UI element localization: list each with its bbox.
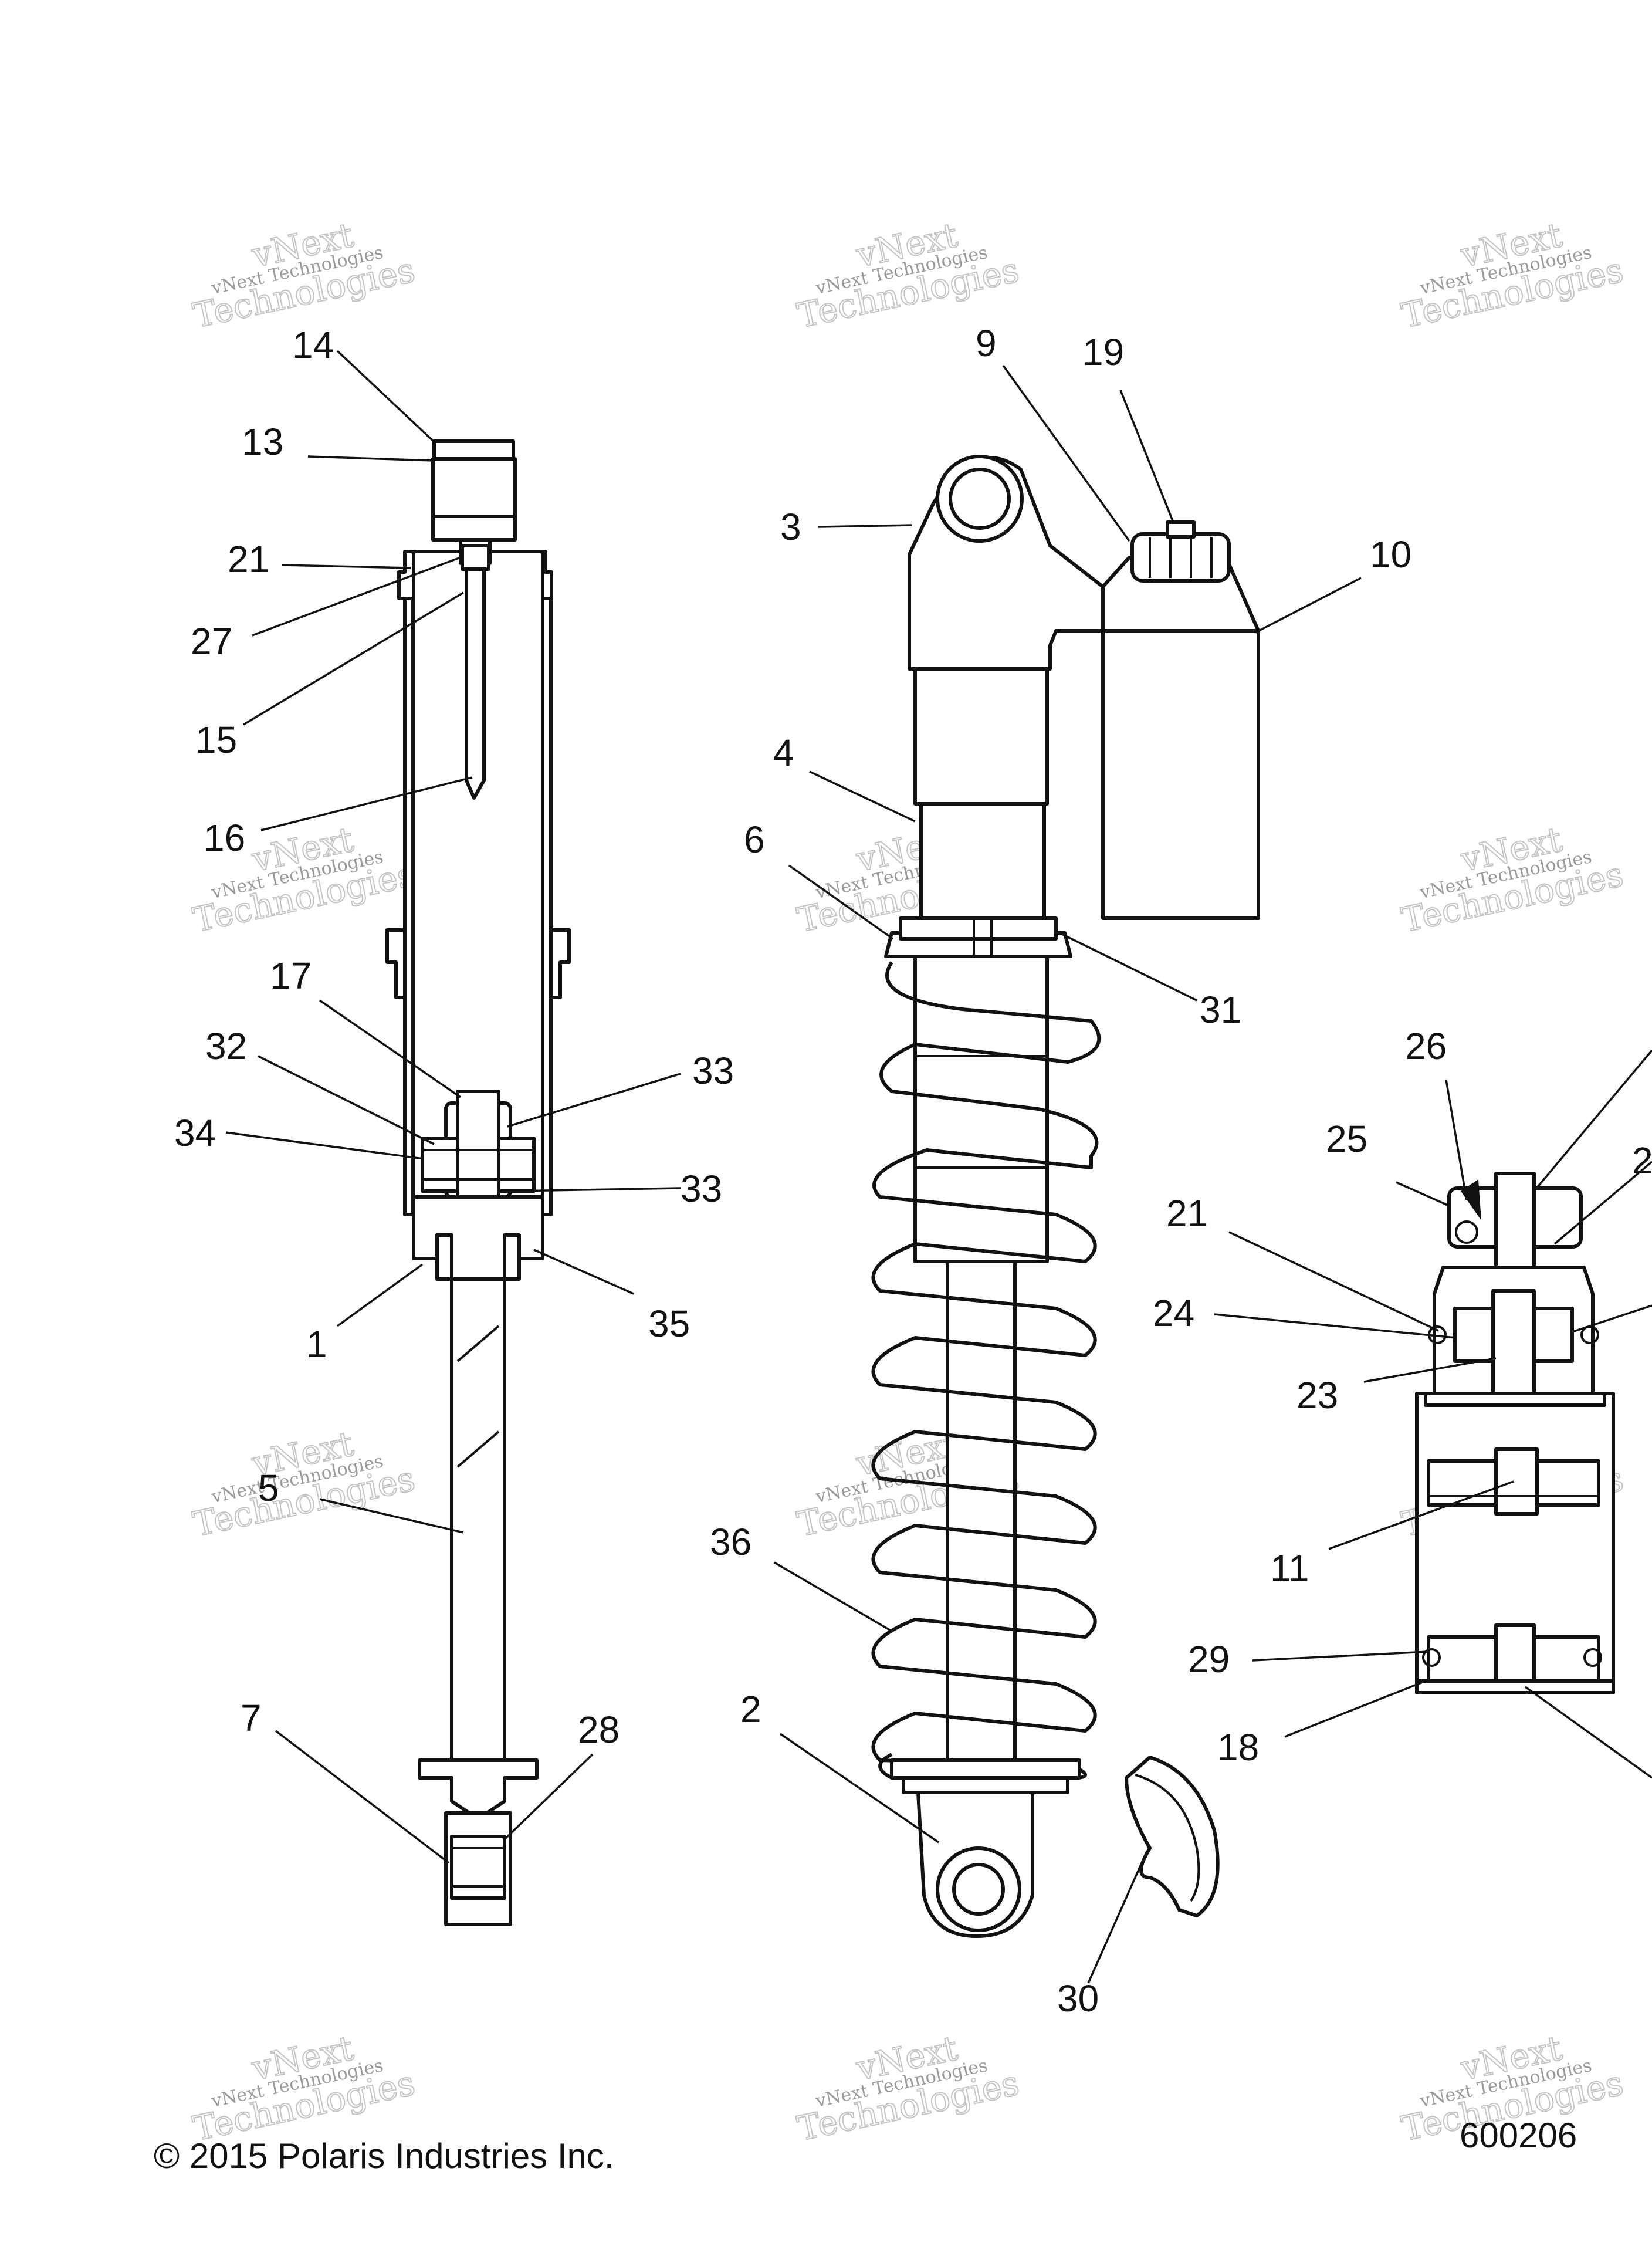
callout-32: 32 [205,1025,247,1067]
watermark: Technologies vNext vNext Technologies [189,2027,419,2149]
callout-34: 34 [174,1112,216,1154]
part-21-oring [403,597,415,1216]
callout-27: 27 [191,620,232,662]
part-spring-seat [890,1758,1081,1780]
part-lower-bushing [952,1863,1005,1916]
callout-33: 33 [692,1050,734,1092]
callout-18: 18 [1217,1726,1259,1768]
callout-29: 29 [1188,1638,1230,1680]
part-13-bushing [431,457,517,542]
part-ifp-core [1494,1447,1539,1516]
shock-assembly [871,455,1260,1938]
callout-21: 21 [228,538,269,580]
part-15-needle [459,538,492,800]
part-14-cap [432,439,515,461]
part-1-seal-head [412,1195,544,1281]
part-31-lock-ring [899,916,1058,941]
watermark: Technologies vNext vNext Technologies [1397,818,1627,941]
callout-11: 11 [1270,1547,1309,1589]
part-27-fitting [461,544,490,571]
callout-15: 15 [195,719,237,761]
part-shaft [946,1260,1017,1780]
callout-24: 24 [1153,1292,1194,1334]
part-right-bracket [550,928,571,999]
watermark: Technologies vNext vNext Technologies [1397,214,1627,336]
watermark: Technologies vNext vNext Technologies [793,2027,1023,2149]
callout-7: 7 [241,1697,262,1739]
callout-5: 5 [258,1467,279,1509]
shock-cross-section [385,439,571,1926]
copyright-notice: © 2015 Polaris Industries Inc. [154,2136,614,2176]
callout-13: 13 [242,421,283,463]
callout-labels: 14 13 21 27 15 16 17 32 34 33 33 1 35 5 … [174,322,1652,2020]
callout-14: 14 [292,324,334,366]
callout-36: 36 [710,1521,751,1563]
callout-21: 21 [1166,1192,1208,1234]
part-lower-mount [418,1758,539,1815]
watermark: Technologies vNext vNext Technologies [189,214,419,336]
leader-lines [225,350,1652,1984]
callout-6: 6 [744,818,765,861]
callout-30: 30 [1057,1977,1099,2020]
callout-9: 9 [976,322,997,364]
part-seat-washer [902,1776,1069,1794]
callout-1: 1 [306,1323,327,1365]
part-35-seal-right [503,1233,521,1281]
callout-25: 25 [1326,1118,1367,1160]
part-seal-left [435,1233,453,1281]
callout-26: 26 [1405,1025,1447,1067]
part-4-body [919,802,1046,923]
watermark: Technologies vNext vNext Technologies [793,214,1023,336]
part-19-cap [1166,520,1196,539]
callout-35: 35 [648,1303,690,1345]
callout-3: 3 [780,506,801,548]
part-30-retaining-clip [1125,1756,1220,1917]
callout-28: 28 [578,1709,620,1751]
part-28-bushing [450,1835,506,1900]
part-5-shaft [450,1277,506,1762]
part-10-reservoir [1101,629,1260,920]
part-23-stem [1491,1289,1536,1395]
reservoir-cross-section [1415,1172,1615,1694]
part-left-bracket [385,928,407,999]
figure-number: 600206 [1460,2116,1577,2155]
callout-33: 33 [681,1168,722,1210]
part-body-wall [541,597,553,1216]
watermark-layer: Technologies vNext vNext Technologies Te… [189,214,1627,2149]
callout-23: 23 [1296,1374,1338,1416]
callout-4: 4 [773,732,794,774]
callout-31: 31 [1200,989,1241,1031]
part-9-adjuster-knob [1130,532,1231,583]
part-4-body-upper [913,667,1049,806]
part-upper-bushing [949,468,1011,530]
callout-19: 19 [1082,331,1124,373]
callout-2-partial: 2 [1632,1139,1652,1182]
part-cylinder-top [1424,1392,1606,1407]
callout-17: 17 [270,955,312,997]
callout-10: 10 [1370,533,1411,576]
part-36-spring [871,961,1101,1780]
watermark: Technologies vNext vNext Technologies [189,1423,419,1545]
callout-16: 16 [204,817,245,859]
callout-2: 2 [740,1688,761,1730]
part-bottom-plate [1415,1679,1615,1694]
part-26-valve [1494,1172,1536,1281]
